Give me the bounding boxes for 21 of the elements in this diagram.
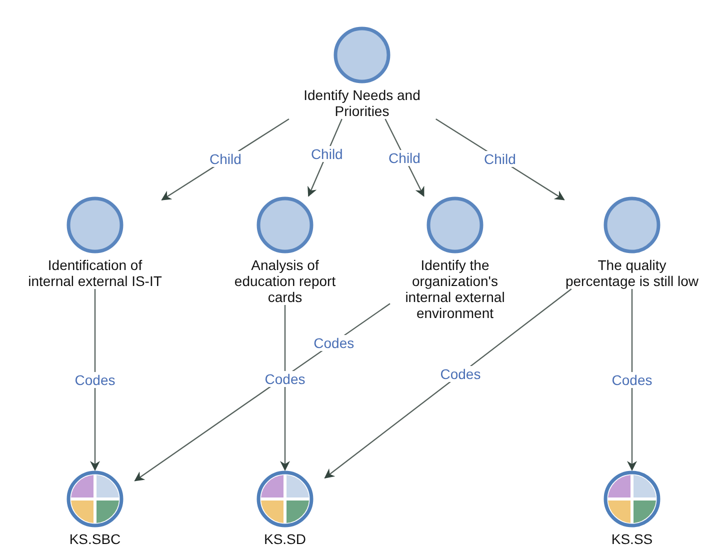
node-label: KS.SD (264, 531, 306, 547)
arrow (280, 305, 290, 471)
node-label: Analysis of education report cards (233, 257, 337, 305)
node-label: The quality percentage is still low (564, 257, 700, 289)
node-label: Identify Needs and Priorities (302, 87, 422, 119)
edge-label: Child (308, 146, 345, 162)
arrow (324, 288, 572, 478)
node-label: Identification of internal external IS-IT (28, 257, 162, 289)
edge-label: Codes (312, 334, 356, 351)
edge-label: Child (208, 151, 244, 168)
arrow (627, 289, 637, 471)
node-label: KS.SS (611, 531, 653, 547)
edge-label: Codes (438, 366, 483, 382)
edge-label: Child (386, 150, 422, 166)
edge-label: Child (482, 151, 518, 168)
edge-label: Codes (610, 372, 654, 388)
edge-label: Codes (262, 371, 308, 388)
node-label: KS.SBC (69, 531, 121, 547)
arrow (90, 289, 100, 471)
node-label: Identify the organization's internal external environment (404, 257, 506, 321)
edge-label: Codes (72, 372, 118, 388)
